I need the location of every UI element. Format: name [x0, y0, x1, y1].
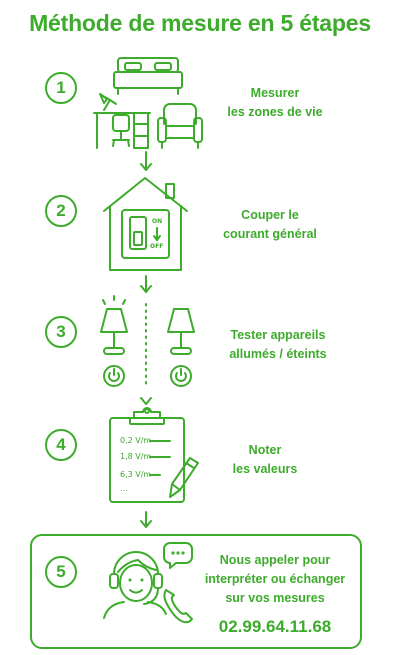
arrow-down-icon: [140, 511, 152, 528]
step-3-line2: allumés / éteints: [229, 347, 327, 361]
arrow-down-icon: [140, 275, 152, 293]
step-5-number: 5: [45, 556, 77, 588]
breaker-on-label: ON: [152, 218, 163, 225]
step-2-text: Couper le courant général: [215, 206, 325, 244]
step-3-line1: Tester appareils: [230, 328, 326, 342]
arrow-down-icon: [140, 397, 152, 405]
sheet-value-2: 1,8 V/m: [120, 452, 152, 461]
house-breaker-icon: [103, 177, 188, 271]
step-5-line1: Nous appeler pour: [219, 553, 331, 567]
sheet-value-4: ...: [120, 484, 128, 493]
step-5-line3: sur vos mesures: [225, 591, 325, 605]
step-4-line2: les valeurs: [232, 462, 298, 476]
arrow-down-icon: [140, 151, 152, 171]
step-2-line1: Couper le: [241, 208, 299, 222]
support-agent-icon: [103, 542, 193, 624]
step-1-number: 1: [45, 72, 77, 104]
bedroom-office-livingroom-icon: [93, 57, 203, 149]
step-3-number: 3: [45, 316, 77, 348]
page-title: Méthode de mesure en 5 étapes: [29, 10, 371, 36]
contact-box: [30, 534, 362, 649]
sheet-value-3: 6,3 V/m: [120, 470, 152, 479]
step-4-text: Noter les valeurs: [225, 441, 305, 479]
step-2-number: 2: [45, 195, 77, 227]
clipboard-pen-icon: [109, 407, 199, 503]
step-4-number: 4: [45, 429, 77, 461]
step-4-line1: Noter: [248, 443, 282, 457]
phone-number[interactable]: 02.99.64.11.68: [218, 617, 332, 636]
lamps-power-icon: [100, 295, 195, 389]
sheet-value-1: 0,2 V/m: [120, 436, 152, 445]
step-1-line1: Mesurer: [250, 86, 300, 100]
step-1-line2: les zones de vie: [227, 105, 323, 119]
step-5-text: Nous appeler pour interpréter ou échange…: [200, 551, 350, 608]
step-2-line2: courant général: [223, 227, 317, 241]
step-1-text: Mesurer les zones de vie: [225, 84, 325, 122]
step-3-text: Tester appareils allumés / éteints: [218, 326, 338, 364]
step-5-line2: interpréter ou échanger: [204, 572, 346, 586]
breaker-off-label: OFF: [150, 243, 164, 250]
